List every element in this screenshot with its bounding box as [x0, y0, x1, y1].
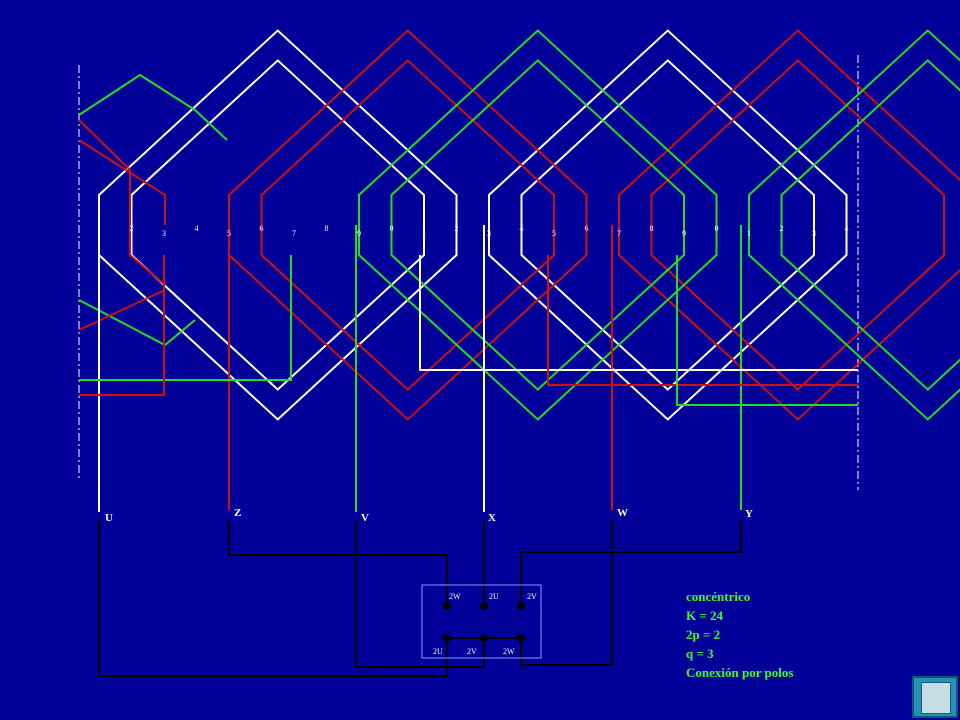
return-icon	[921, 682, 951, 714]
link-green	[79, 255, 292, 381]
coil-wrap-red	[78, 289, 166, 331]
wire-v	[355, 520, 485, 668]
wire-w	[520, 520, 613, 666]
box-bottom-label-3: 2W	[503, 647, 515, 656]
slot-number: 1	[422, 229, 426, 238]
coil-bottom-loop	[260, 225, 555, 391]
link-green	[676, 255, 858, 406]
slots-per-pole-text: q = 3	[686, 646, 714, 661]
coil-bottom-loop	[130, 225, 425, 391]
wire-z	[228, 520, 448, 606]
slot-number: 4	[520, 224, 524, 233]
slot-number: 4	[195, 224, 199, 233]
slot-number: 3	[487, 229, 491, 238]
slot-number: 6	[585, 224, 589, 233]
slot-number: 7	[292, 229, 296, 238]
terminal-u-label: U	[105, 512, 113, 524]
terminal-box	[421, 584, 542, 659]
coil-top-loop	[488, 29, 848, 225]
slot-number-group: 1 2 3 4 5 6 7 8 9 0 1 2 3 4 5 6 7 8 9 0 1 2 3 4	[97, 224, 849, 238]
link-red	[547, 255, 858, 386]
slot-number: 8	[325, 224, 329, 233]
return-button[interactable]	[912, 676, 958, 718]
slot-number: 5	[227, 229, 231, 238]
link-white	[419, 255, 858, 371]
coil-top-loop	[650, 59, 945, 225]
box-bottom-label-2: 2V	[467, 647, 477, 656]
winding-type-text: concéntrico	[686, 589, 751, 604]
coil-bottom-loop	[780, 225, 960, 391]
terminal-w-label: W	[617, 507, 628, 519]
box-bottom-label-1: 2U	[433, 647, 443, 656]
slot-number: 2	[130, 224, 134, 233]
slot-number: 3	[162, 229, 166, 238]
winding-info-panel: concéntrico K = 24 2p = 2 q = 3 Conexión…	[686, 587, 793, 682]
coil-top-loop	[228, 29, 588, 225]
coil-top-loop	[130, 59, 425, 225]
coil-bottom-loop	[358, 225, 718, 421]
slot-count-text: K = 24	[686, 608, 724, 623]
terminal-z-label: Z	[234, 507, 241, 519]
terminal-y-label: Y	[745, 508, 753, 520]
coil-top-loop	[520, 59, 815, 225]
slot-number: 1	[747, 229, 751, 238]
coil-group	[78, 29, 960, 421]
slot-number: 8	[650, 224, 654, 233]
lead-group	[79, 225, 858, 677]
coil-top-loop	[260, 59, 555, 225]
slot-number: 9	[682, 229, 686, 238]
terminal-x-label: X	[488, 512, 496, 524]
slot-number: 1	[97, 229, 101, 238]
coil-top-loop	[748, 29, 960, 225]
box-terminal-dot	[443, 602, 451, 610]
coil-bottom-loop	[618, 225, 960, 421]
slot-number: 9	[357, 229, 361, 238]
slot-number: 5	[552, 229, 556, 238]
terminal-v-label: V	[361, 512, 369, 524]
coil-wrap-red	[78, 119, 166, 286]
slot-number: 2	[780, 224, 784, 233]
link-red	[79, 255, 165, 396]
coil-bottom-loop	[488, 225, 848, 421]
coil-top-loop	[358, 29, 718, 225]
coil-bottom-loop	[520, 225, 815, 391]
coil-top-loop	[618, 29, 960, 225]
coil-bottom-loop	[650, 225, 945, 391]
box-terminal-dot	[517, 602, 525, 610]
slot-number: 7	[617, 229, 621, 238]
slot-number: 2	[455, 224, 459, 233]
coil-top-loop	[98, 29, 458, 225]
box-top-label-3: 2V	[527, 592, 537, 601]
coil-wrap-red	[78, 139, 166, 225]
coil-wrap-green	[78, 73, 228, 141]
connection-type-text: Conexión por polos	[686, 665, 794, 680]
slot-number: 0	[715, 224, 719, 233]
pole-count-text: 2p = 2	[686, 627, 721, 642]
coil-bottom-loop	[390, 225, 685, 391]
box-terminal-dot	[480, 602, 488, 610]
box-top-label-2: 2U	[489, 592, 499, 601]
wire-y	[520, 520, 742, 606]
wire-u	[98, 520, 448, 677]
slot-number: 6	[260, 224, 264, 233]
coil-bottom-loop	[748, 225, 960, 421]
box-top-label-1: 2W	[449, 592, 461, 601]
slot-number: 0	[390, 224, 394, 233]
coil-top-loop	[780, 59, 960, 225]
slot-number: 3	[812, 229, 816, 238]
coil-top-loop	[390, 59, 685, 225]
slot-number: 4	[845, 224, 849, 233]
